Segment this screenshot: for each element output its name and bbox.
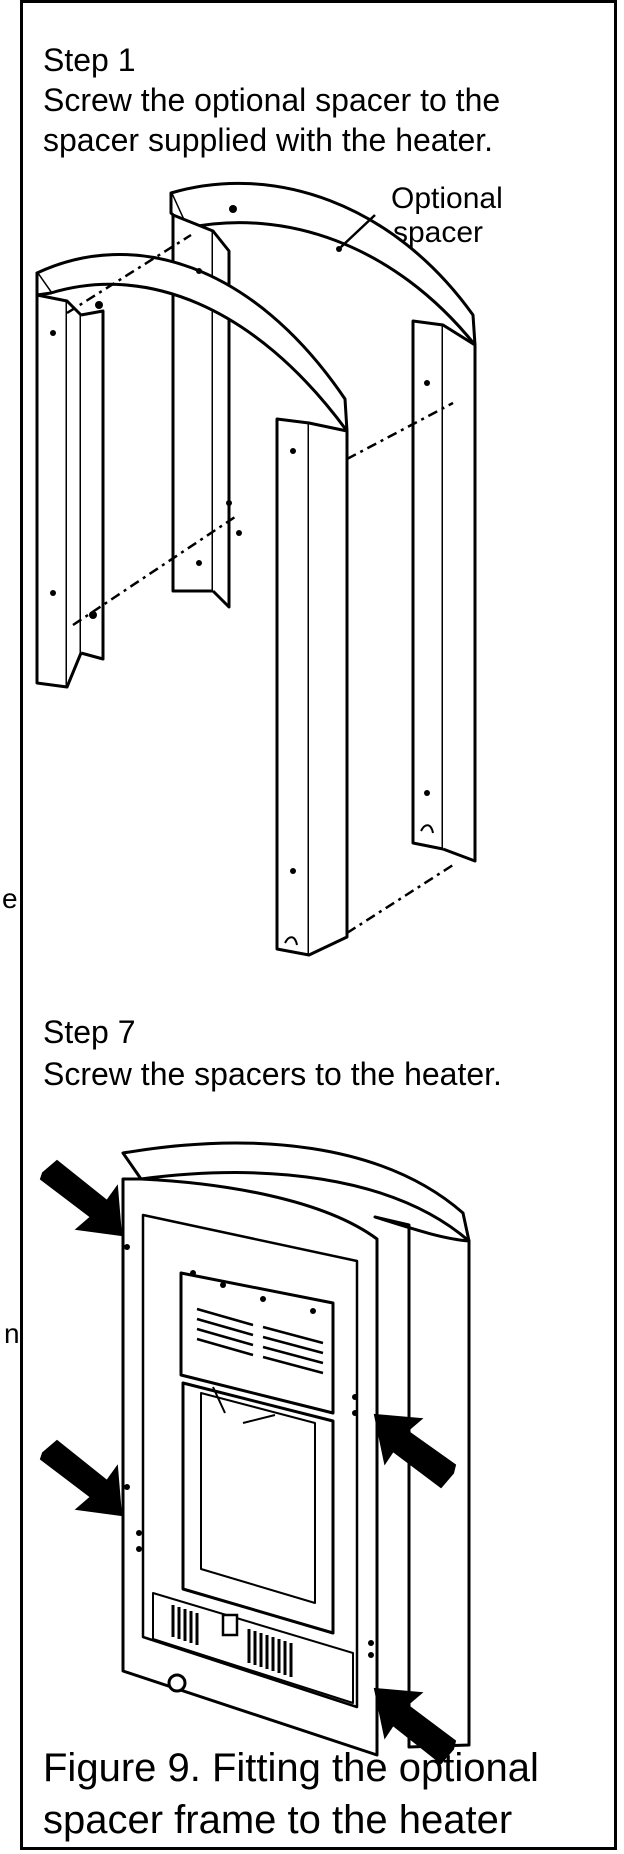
figure-panel: Step 1 Screw the optional spacer to the … [20, 0, 617, 1850]
step1-instruction-line1: Screw the optional spacer to the [43, 82, 501, 118]
arrow-icon [39, 1439, 123, 1517]
supplied-spacer-frame [35, 253, 349, 957]
arrow-icon [39, 1159, 123, 1237]
figure-caption-line2: spacer frame to the heater [43, 1798, 513, 1842]
figure-caption-line1: Figure 9. Fitting the optional [43, 1746, 539, 1790]
margin-text-fragment: e [2, 883, 18, 914]
step7-title: Step 7 [43, 1014, 136, 1050]
margin-text-fragment: n [4, 1318, 20, 1349]
arrow-icon [373, 1687, 457, 1765]
spacer-assembly-illustration [35, 181, 477, 957]
heater-with-spacers-illustration [39, 1141, 471, 1765]
step1-instruction-line2: spacer supplied with the heater. [43, 122, 494, 158]
step7-instruction-line1: Screw the spacers to the heater. [43, 1056, 502, 1092]
optional-spacer-label-line2: spacer [393, 216, 484, 249]
step1-title: Step 1 [43, 42, 136, 78]
arrow-icon [373, 1413, 457, 1489]
optional-spacer-label-line1: Optional [391, 182, 503, 215]
optional-spacer-frame [169, 181, 477, 863]
